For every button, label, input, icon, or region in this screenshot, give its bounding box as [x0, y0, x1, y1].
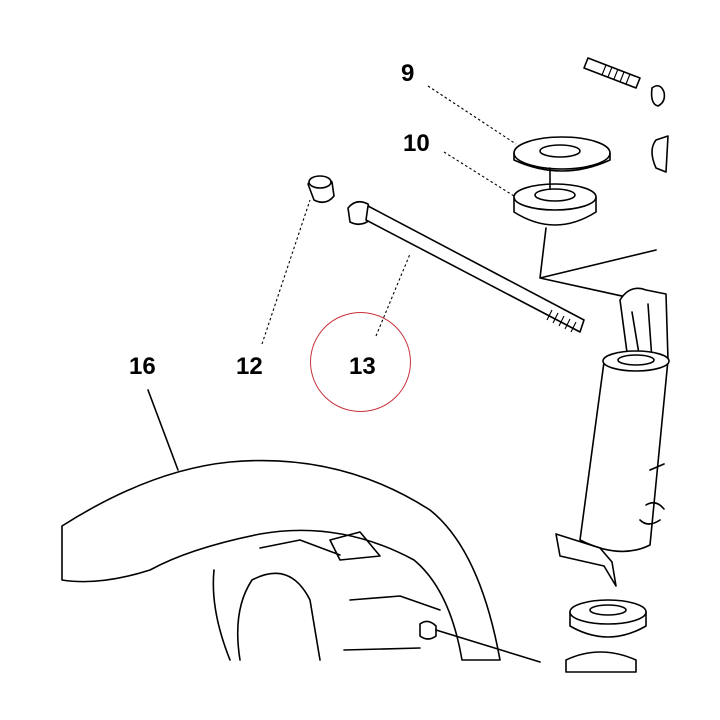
cap-part-12: [307, 175, 335, 204]
right-bracket: [619, 135, 669, 361]
leader-12: [261, 199, 311, 345]
steering-column: [555, 350, 670, 587]
leader-9: [427, 85, 517, 145]
callout-9: 9: [401, 60, 415, 87]
bushing-part-10: [513, 167, 597, 226]
callout-10: 10: [403, 130, 430, 157]
callout-12: 12: [236, 353, 263, 380]
washer-part-9: [513, 136, 611, 172]
callout-16: 16: [129, 353, 156, 380]
leader-10: [443, 151, 515, 197]
bolt-part-13: [347, 200, 585, 333]
lower-bushing: [565, 599, 647, 673]
threaded-stud: [583, 57, 666, 107]
callout-13-highlight-circle: [310, 312, 411, 412]
leader-16: [147, 389, 179, 471]
fender-part-16: [61, 459, 541, 663]
